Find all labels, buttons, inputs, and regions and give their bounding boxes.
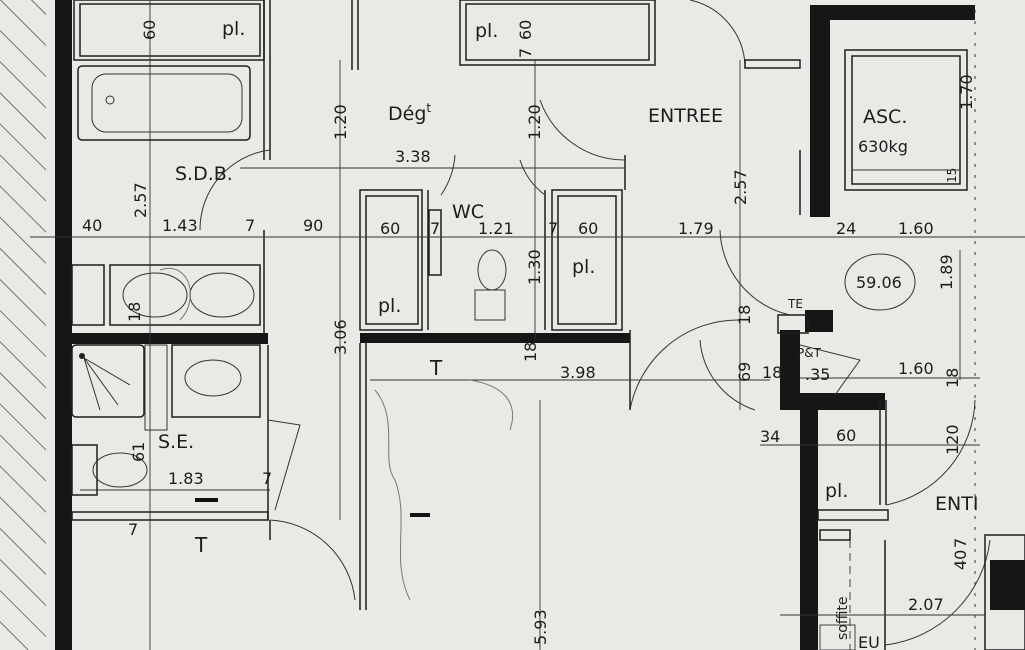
label-te: TE [787,297,803,311]
dim-label: 1.60 [898,359,934,378]
dim-label: 1.30 [525,249,544,285]
dim-label: 7 [951,538,970,548]
room-label-se: S.E. [158,431,194,453]
annotation: T [429,356,443,380]
room-label-entree: ENTREE [648,105,723,127]
dim-label: .35 [805,365,830,384]
room-label-pt: P&T [797,346,822,360]
dim-label: 2.57 [731,169,750,205]
dim-label: 34 [760,427,780,446]
sdb-room [71,0,271,335]
dim-label: 7 [516,48,535,58]
sink-icon [109,264,261,326]
dim-label: 7 [548,219,558,238]
room-label-degagement: Dégt [388,101,431,125]
entree-room [459,0,801,215]
dim-label: 7 [430,219,440,238]
dim-label: 60 [516,20,535,40]
dim-label: 61 [129,442,148,462]
dim-label: 60 [140,20,159,40]
area-badge: 59.06 [856,273,902,292]
dim-label: 1.79 [678,219,714,238]
closet-label: pl. [825,480,848,502]
room-label-elevator: ASC. [863,106,907,128]
right-wing [719,10,1025,650]
room-label-entree-2: ENTI [935,493,978,515]
annotation: T [194,533,208,557]
toilet-icon [477,249,507,291]
dim-label: 18 [735,305,754,325]
elevator-load: 630kg [858,137,908,156]
shower-icon [71,344,145,418]
dim-label: 18 [521,342,540,362]
exterior-hatch [0,0,46,650]
closet-label: pl. [572,256,595,278]
wc-room [351,0,756,610]
dim-label: 60 [836,426,856,445]
exterior-wall [55,0,72,650]
dim-label: 1.83 [168,469,204,488]
label-eu: EU [858,633,880,650]
closet-label: pl. [475,20,498,42]
dim-label: 69 [735,362,754,382]
dim-label: 1.43 [162,216,198,235]
dim-label: 7 [262,469,272,488]
room-label-wc: WC [452,201,484,223]
dim-label: 2.07 [908,595,944,614]
pencil-marks [159,267,514,601]
dim-label: 1.60 [898,219,934,238]
dim-label: 15 [945,168,959,183]
elevator-shaft [810,5,975,217]
dim-label: 1.70 [957,74,976,110]
closet-label: pl. [378,295,401,317]
se-room [60,333,356,601]
dim-label: 60 [578,219,598,238]
dim-label: 1.89 [937,254,956,290]
dim-label: 3.98 [560,363,596,382]
dim-label: 90 [303,216,323,235]
dim-label: 60 [380,219,400,238]
dim-label: 1.20 [525,104,544,140]
dimension-lines [30,0,1025,650]
label-soffite: soffite [835,597,851,641]
dim-label: 1.21 [478,219,514,238]
room-label-sdb: S.D.B. [175,163,233,185]
bathtub-icon [77,65,251,141]
dim-label: 3.38 [395,147,431,166]
dim-label: 7 [245,216,255,235]
dim-label: 2.57 [131,182,150,218]
dim-label: 5.93 [531,609,550,645]
dim-label: 1.20 [331,104,350,140]
closet-label: pl. [222,18,245,40]
toilet-icon [71,444,98,496]
dim-label: 40 [82,216,102,235]
dim-label: 120 [943,424,962,455]
dim-label: 18 [125,302,144,322]
dim-label: 40 [951,550,970,570]
dim-label: 7 [128,520,138,539]
dim-label: 24 [836,219,856,238]
dim-label: 18 [762,363,782,382]
dim-label: 18 [943,368,962,388]
dim-label: 3.06 [331,319,350,355]
